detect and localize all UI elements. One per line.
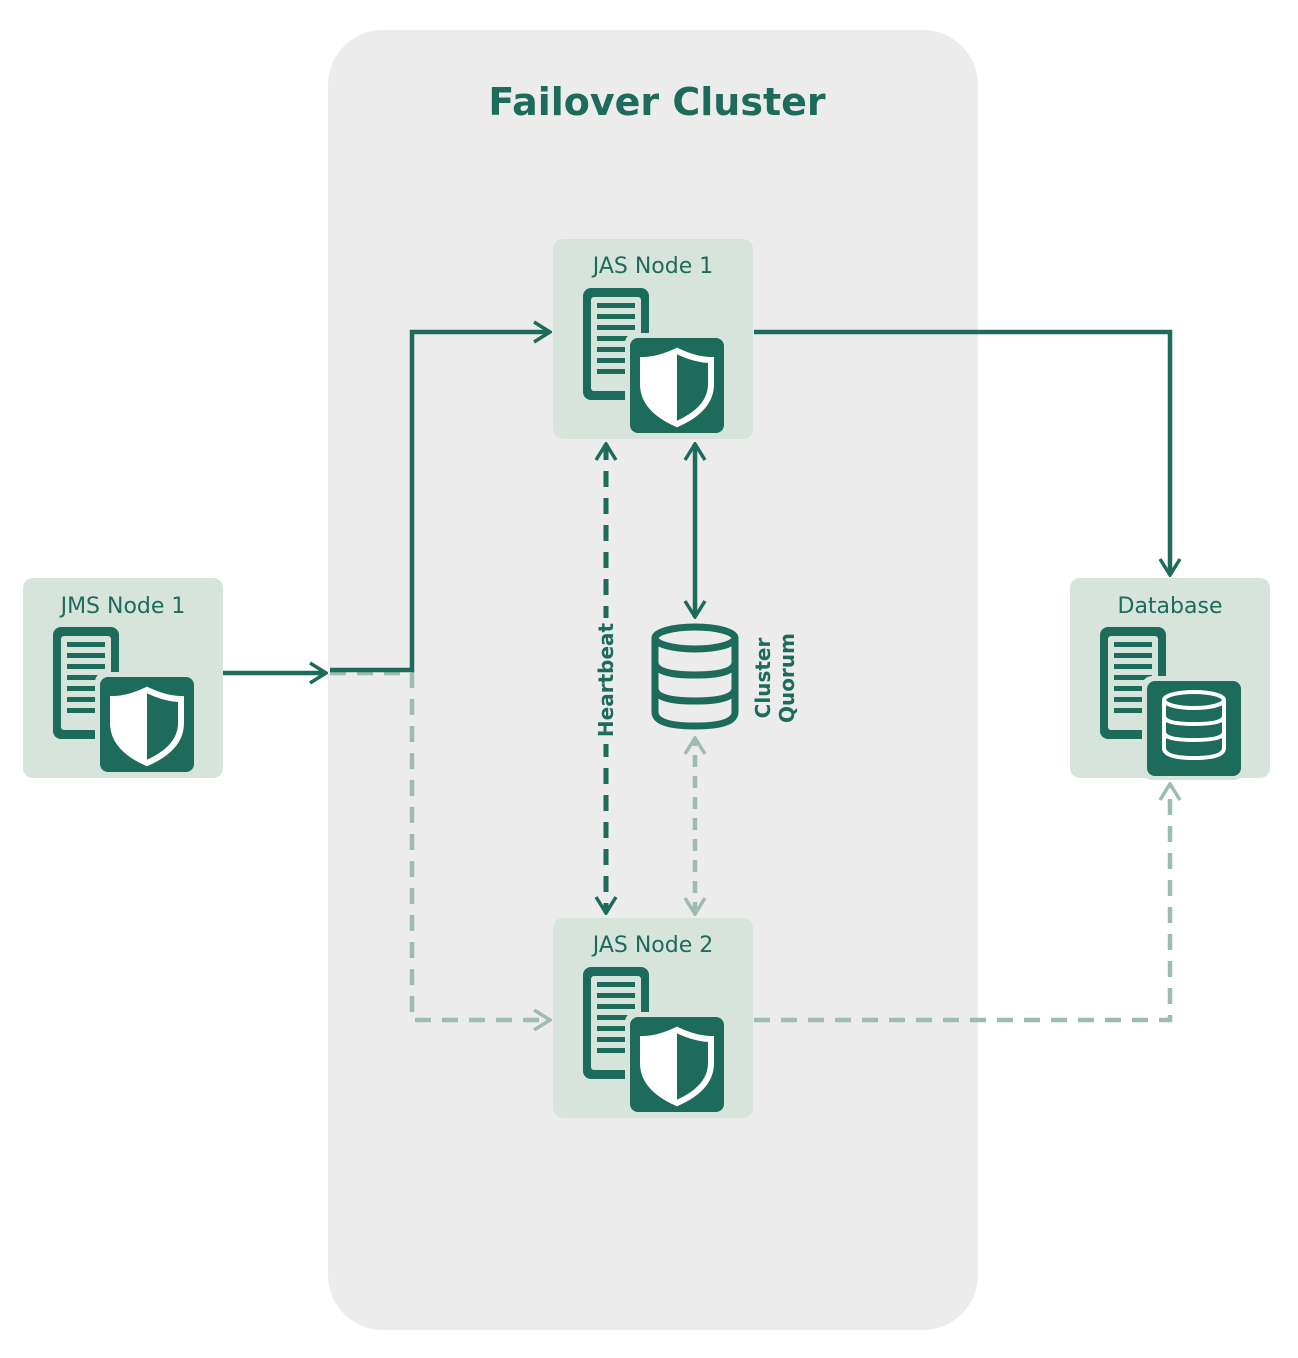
heartbeat-label: Heartbeat <box>594 622 618 737</box>
jms-node-1: JMS Node 1 <box>23 578 223 778</box>
jas-node-2-label: JAS Node 2 <box>591 933 714 958</box>
database-icon <box>651 623 739 730</box>
failover-connectors <box>330 670 1170 1023</box>
heartbeat-label-group: Heartbeat <box>592 618 620 744</box>
cluster-title: Failover Cluster <box>488 80 826 124</box>
cluster-quorum: Cluster Quorum <box>651 623 799 730</box>
quorum-label-line2: Quorum <box>775 633 799 723</box>
connector-jas2-to-database <box>754 784 1170 1023</box>
database-node-label: Database <box>1118 594 1223 619</box>
jas-node-1: JAS Node 1 <box>553 239 753 439</box>
jas-node-2: JAS Node 2 <box>553 918 753 1118</box>
jms-node-1-label: JMS Node 1 <box>59 594 186 619</box>
connector-jms-to-jas1 <box>330 332 550 673</box>
jas-node-1-label: JAS Node 1 <box>591 254 714 279</box>
active-connectors <box>223 332 1170 913</box>
connector-jas1-to-database <box>754 329 1170 575</box>
quorum-label-line1: Cluster <box>751 638 775 719</box>
database-node: Database <box>1070 578 1270 782</box>
connector-jms-to-jas2 <box>330 670 550 1020</box>
